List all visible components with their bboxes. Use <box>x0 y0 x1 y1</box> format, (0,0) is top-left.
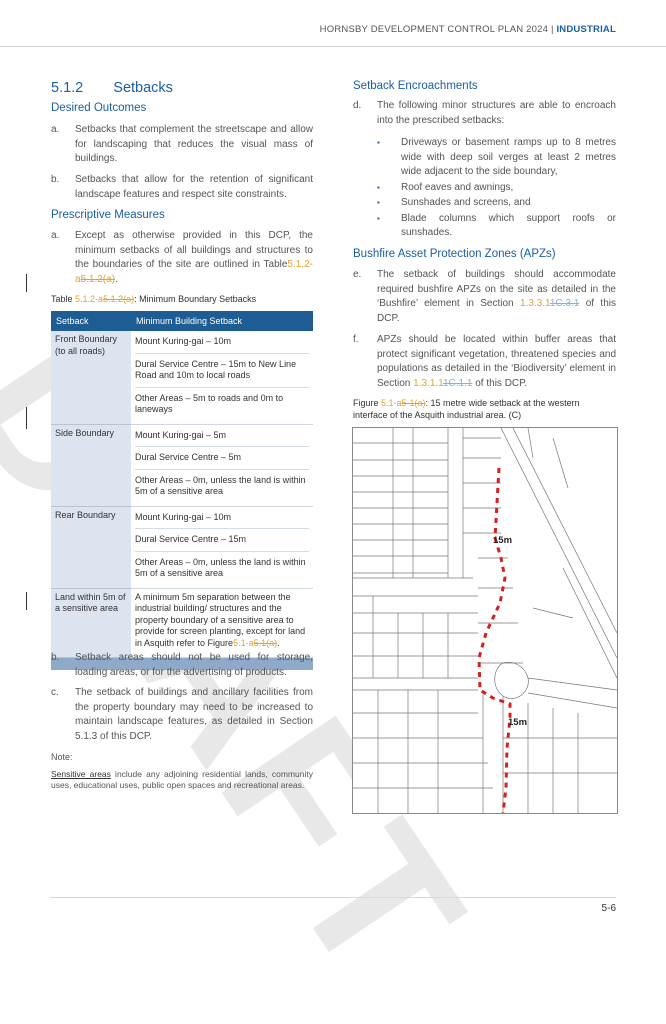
change-bar <box>26 592 27 610</box>
asquith-setback-map: 15m 15m <box>352 427 618 814</box>
header-section: INDUSTRIAL <box>556 24 616 35</box>
list-item: ▪ Sunshades and screens, and <box>353 196 616 211</box>
table-row: Rear Boundary Mount Kuring-gai – 10m Dur… <box>51 506 313 589</box>
section-number: 5.1.2 <box>51 80 84 96</box>
bullet-icon: ▪ <box>377 198 380 207</box>
setback-label: 15m <box>508 717 528 728</box>
bushfire-heading: Bushfire Asset Protection Zones (APZs) <box>353 248 556 260</box>
change-bar <box>26 274 27 292</box>
table-cell-line: Other Areas – 5m to roads and 0m to lane… <box>135 386 309 421</box>
section-title: Setbacks <box>113 80 173 96</box>
change-bar <box>26 407 27 429</box>
outcome-b: b. Setbacks that allow for the retention… <box>51 174 313 200</box>
encroachments-heading: Setback Encroachments <box>353 80 478 92</box>
page-number: 5-6 <box>601 903 616 914</box>
table-cell-line: Other Areas – 0m, unless the land is wit… <box>135 468 309 503</box>
setbacks-table: Setback Minimum Building Setback Front B… <box>51 311 313 670</box>
table-cell-line: Mount Kuring-gai – 5m <box>135 429 227 440</box>
header-separator: | <box>548 24 557 35</box>
bullet-icon: ▪ <box>377 213 380 223</box>
table-cell-line: Dural Service Centre – 15m <box>135 528 309 551</box>
row-label: Land within 5m of a sensitive area <box>51 588 131 658</box>
figure-caption: Figure 5.1-a5-1(a): 15 metre wide setbac… <box>353 398 580 420</box>
encroachment-d: d. The following minor structures are ab… <box>353 100 616 126</box>
note-label: Note: <box>51 752 73 762</box>
desired-outcomes-heading: Desired Outcomes <box>51 102 147 114</box>
setback-line <box>477 467 512 813</box>
table-cell-line: Dural Service Centre – 5m <box>135 446 309 469</box>
note-text: Sensitive areas include any adjoining re… <box>51 769 313 790</box>
note-term: Sensitive areas <box>51 769 111 779</box>
table-row: Side Boundary Mount Kuring-gai – 5m Dura… <box>51 424 313 507</box>
table-caption: Table 5.1.2-a5.1.2(a): Minimum Boundary … <box>51 294 257 304</box>
header-rule <box>0 46 666 47</box>
table-row: Front Boundary (to all roads) Mount Kuri… <box>51 331 313 425</box>
list-item: ▪ Roof eaves and awnings, <box>353 181 616 196</box>
row-label: Front Boundary (to all roads) <box>51 331 131 425</box>
row-label: Rear Boundary <box>51 506 131 589</box>
bushfire-e: e. The setback of buildings should accom… <box>353 269 616 324</box>
bushfire-f: f. APZs should be located within buffer … <box>353 334 616 389</box>
table-cell-line: Mount Kuring-gai – 10m <box>135 336 232 346</box>
prescriptive-heading: Prescriptive Measures <box>51 209 165 221</box>
bullet-icon: ▪ <box>377 182 380 192</box>
footer-rule <box>50 897 616 898</box>
item-c: c. The setback of buildings and ancillar… <box>51 687 313 742</box>
table-row: Land within 5m of a sensitive area A min… <box>51 588 313 658</box>
table-cell-line: Dural Service Centre – 15m to New Line R… <box>135 352 309 387</box>
outcome-a: a. Setbacks that complement the streetsc… <box>51 124 313 164</box>
encroachment-bullets: ▪ Driveways or basement ramps up to 8 me… <box>353 136 616 241</box>
row-label: Side Boundary <box>51 424 131 507</box>
prescriptive-a: a. Except as otherwise provided in this … <box>51 230 313 285</box>
setbacks-table-wrap: Setback Minimum Building Setback Front B… <box>51 311 313 670</box>
setback-label: 15m <box>493 535 513 546</box>
list-item: ▪ Blade columns which support roofs or s… <box>377 212 616 239</box>
section-heading: 5.1.2 Setbacks <box>51 80 173 96</box>
table-cell-line: Mount Kuring-gai – 10m <box>135 511 232 522</box>
map-drawing <box>353 428 617 813</box>
item-b: b. Setback areas should not be used for … <box>51 652 313 678</box>
document-header: HORNSBY DEVELOPMENT CONTROL PLAN 2024 | … <box>320 24 616 35</box>
table-cell-line: Other Areas – 0m, unless the land is wit… <box>135 550 309 585</box>
list-item: ▪ Driveways or basement ramps up to 8 me… <box>377 137 616 177</box>
table-header-minimum: Minimum Building Setback <box>131 311 313 331</box>
table-footer-bar <box>51 657 313 670</box>
table-header-setback: Setback <box>51 311 131 331</box>
bullet-icon: ▪ <box>377 138 380 147</box>
header-title: HORNSBY DEVELOPMENT CONTROL PLAN 2024 <box>319 24 549 35</box>
